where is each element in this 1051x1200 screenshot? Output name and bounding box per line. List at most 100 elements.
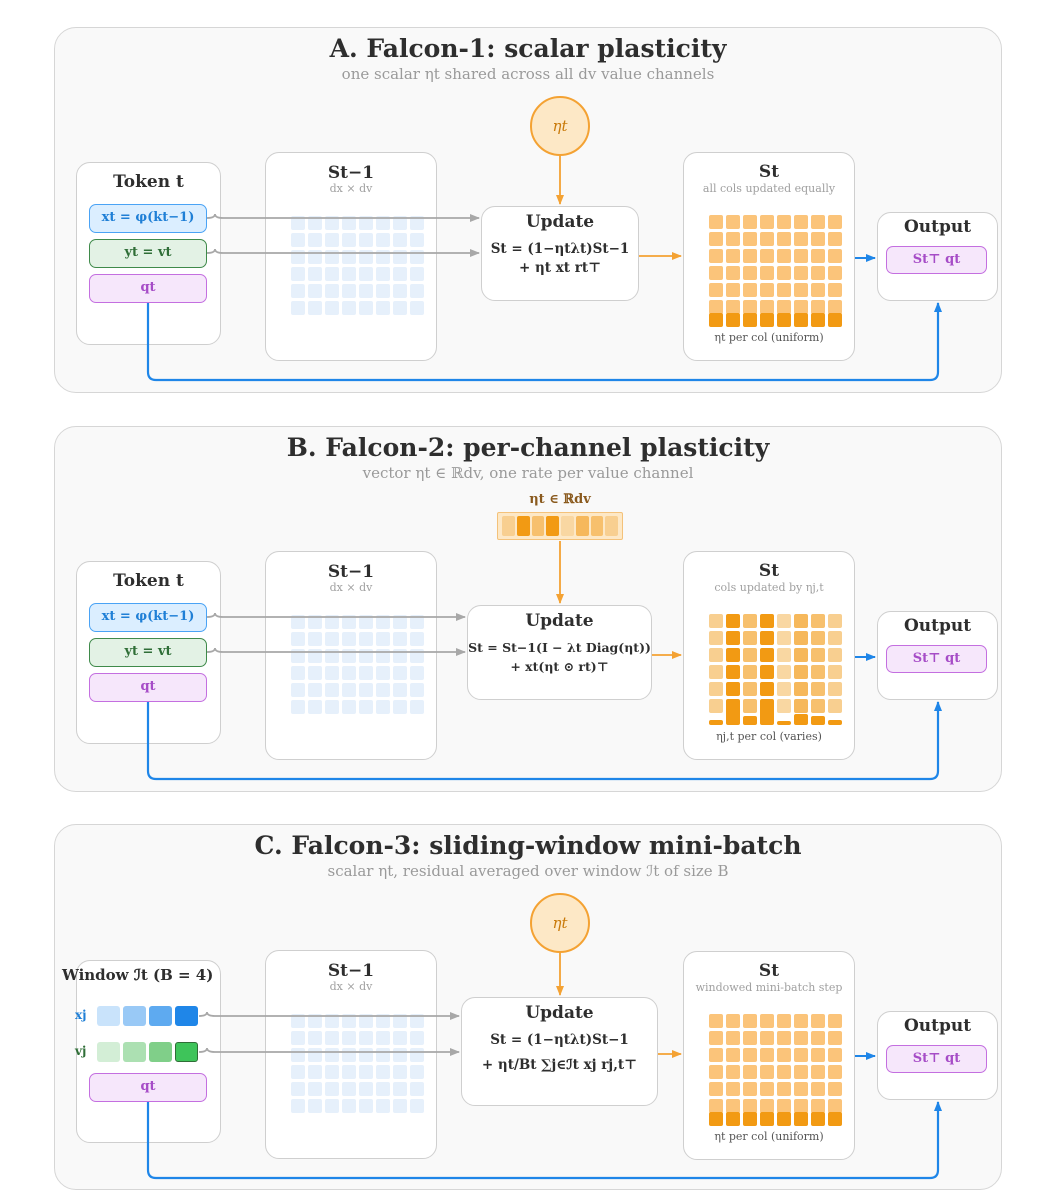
matrix-cell (726, 1031, 740, 1045)
matrix-cell (743, 648, 757, 662)
matrix-cell (811, 1048, 825, 1062)
y-chip-b: yt = vt (89, 638, 207, 667)
output-chip-b: St⊤ qt (886, 645, 987, 673)
matrix-cell (828, 1099, 842, 1113)
matrix-cell (359, 1031, 373, 1045)
matrix-cell (342, 1082, 356, 1096)
matrix-cell (291, 683, 305, 697)
matrix-cell (393, 1099, 407, 1113)
matrix-cell (342, 649, 356, 663)
matrix-cell (743, 283, 757, 297)
matrix-cell (393, 700, 407, 714)
matrix-cell (743, 300, 757, 314)
matrix-cell (777, 249, 791, 263)
matrix-cell (308, 683, 322, 697)
matrix-cell (376, 233, 390, 247)
matrix-cell (393, 1031, 407, 1045)
matrix-cell (726, 266, 740, 280)
matrix-cell (811, 215, 825, 229)
matrix-cell (709, 232, 723, 246)
matrix-cell (410, 250, 424, 264)
window-cell (175, 1006, 198, 1026)
update-formula-line2-b: + xt(ηt ⊙ rt)⊤ (510, 659, 609, 674)
eta-vector-cell (575, 516, 589, 536)
matrix-cell (359, 250, 373, 264)
matrix-cell (777, 631, 791, 645)
eta-bar (777, 313, 791, 327)
matrix-cell (410, 1082, 424, 1096)
matrix-cell (828, 283, 842, 297)
matrix-cell (709, 249, 723, 263)
matrix-cell (393, 1048, 407, 1062)
matrix-cell (325, 267, 339, 281)
matrix-cell (828, 215, 842, 229)
matrix-cell (325, 1014, 339, 1028)
matrix-cell (777, 266, 791, 280)
matrix-cell (726, 631, 740, 645)
matrix-cell (709, 665, 723, 679)
matrix-cell (828, 1048, 842, 1062)
matrix-cell (777, 665, 791, 679)
matrix-cell (308, 233, 322, 247)
update-formula-line1-c: St = (1−ηtλt)St−1 (490, 1032, 629, 1048)
s-prev-title-b: St−1 (327, 562, 375, 582)
matrix-cell (393, 301, 407, 315)
matrix-cell (410, 233, 424, 247)
matrix-cell (811, 283, 825, 297)
matrix-cell (777, 215, 791, 229)
s-prev-title-a: St−1 (327, 163, 375, 183)
eta-bar (811, 716, 825, 725)
v-row-label-c: vj (75, 1044, 87, 1058)
matrix-cell (777, 614, 791, 628)
eta-bar (709, 313, 723, 327)
matrix-cell (794, 232, 808, 246)
matrix-cell (325, 700, 339, 714)
matrix-cell (291, 1048, 305, 1062)
matrix-cell (811, 682, 825, 696)
matrix-cell (342, 1065, 356, 1079)
matrix-cell (410, 632, 424, 646)
matrix-cell (760, 1048, 774, 1062)
matrix-cell (828, 1031, 842, 1045)
matrix-cell (359, 1099, 373, 1113)
eta-bar (794, 714, 808, 725)
matrix-cell (393, 284, 407, 298)
matrix-cell (308, 1031, 322, 1045)
matrix-cell (794, 1014, 808, 1028)
eta-vector-cell (502, 516, 515, 536)
matrix-cell (811, 266, 825, 280)
matrix-cell (811, 665, 825, 679)
matrix-cell (359, 649, 373, 663)
matrix-cell (410, 301, 424, 315)
eta-bar (726, 707, 740, 725)
matrix-cell (359, 1014, 373, 1028)
matrix-cell (342, 284, 356, 298)
eta-per-col-bars-b (709, 703, 842, 725)
matrix-cell (291, 284, 305, 298)
matrix-cell (743, 665, 757, 679)
matrix-cell (743, 1099, 757, 1113)
x-chip-a: xt = φ(kt−1) (89, 204, 207, 233)
matrix-cell (308, 615, 322, 629)
matrix-cell (359, 216, 373, 230)
matrix-cell (811, 614, 825, 628)
matrix-cell (777, 1065, 791, 1079)
matrix-cell (393, 1014, 407, 1028)
eta-per-col-bars-c (709, 1112, 842, 1126)
matrix-cell (291, 267, 305, 281)
eta-bar (794, 1112, 808, 1126)
matrix-cell (743, 1065, 757, 1079)
matrix-cell (291, 1099, 305, 1113)
x-row-label-c: xj (75, 1008, 87, 1022)
q-chip-c: qt (89, 1073, 207, 1102)
matrix-cell (393, 615, 407, 629)
eta-bar (828, 720, 842, 725)
matrix-cell (325, 615, 339, 629)
s-prev-grid-c (291, 1014, 424, 1113)
eta-bar (811, 313, 825, 327)
panel-a-subtitle: one scalar ηt shared across all dv value… (341, 65, 715, 83)
matrix-cell (308, 632, 322, 646)
eta-bar (743, 716, 757, 725)
matrix-cell (325, 216, 339, 230)
s-new-caption-a: ηt per col (uniform) (714, 331, 824, 344)
